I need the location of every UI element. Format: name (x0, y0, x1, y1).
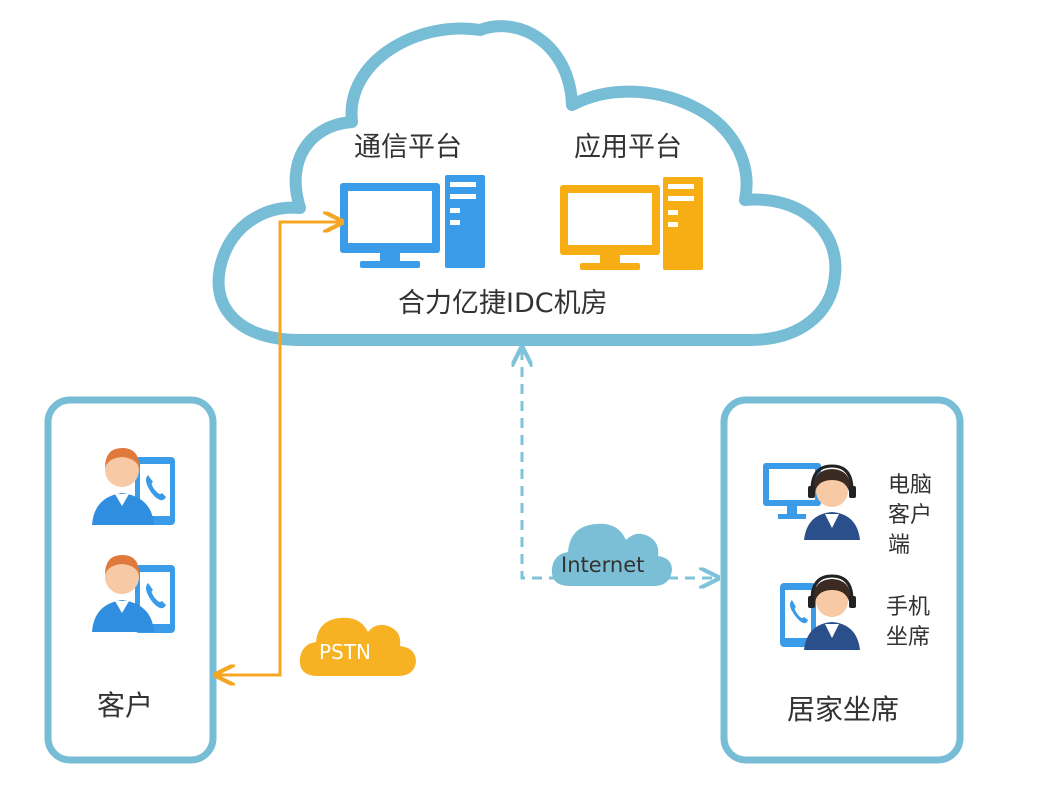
pstn-connection-line (218, 222, 340, 675)
app-platform-computer-icon (560, 177, 703, 270)
mobile-agent-icon (780, 574, 860, 650)
mobile-agent-label-line2: 坐席 (886, 625, 930, 650)
comm-platform-computer-icon (340, 175, 485, 268)
idc-label: 合力亿捷IDC机房 (398, 288, 608, 319)
internet-label: Internet (561, 553, 644, 577)
pc-client-label-line2: 客户 (888, 503, 932, 528)
pstn-cloud (299, 617, 416, 676)
app-platform-label: 应用平台 (574, 132, 682, 163)
pc-client-label-line1: 电脑 (888, 473, 932, 498)
pc-client-label-line3: 端 (888, 533, 910, 558)
pc-agent-icon (763, 463, 860, 540)
internet-cloud (551, 523, 672, 586)
customer-label: 客户 (97, 689, 153, 722)
customer-phone-person-icon-2 (92, 555, 175, 633)
home-agents-label: 居家坐席 (787, 693, 899, 726)
comm-platform-label: 通信平台 (354, 132, 462, 163)
pstn-label: PSTN (319, 640, 371, 664)
customer-phone-person-icon-1 (92, 448, 175, 525)
mobile-agent-label-line1: 手机 (886, 595, 930, 620)
